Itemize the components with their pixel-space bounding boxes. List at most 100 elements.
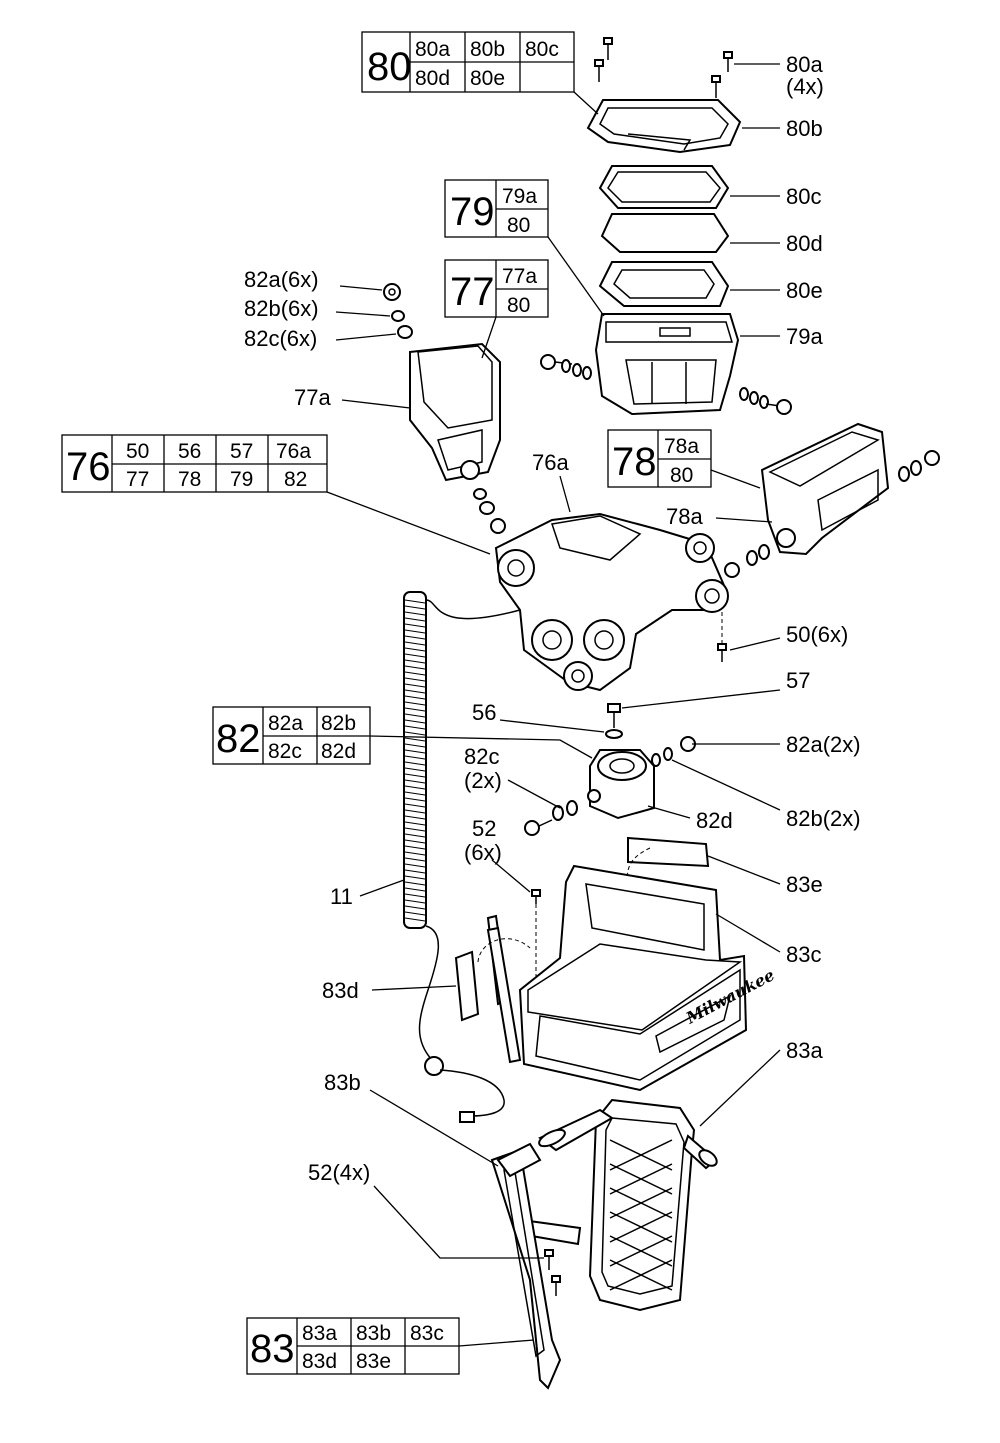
callout-label: 80e [786, 278, 823, 303]
group-part: 78 [178, 468, 201, 491]
label-83e [627, 836, 710, 905]
coil-cord-11 [403, 591, 521, 1123]
callout-label: 52 [472, 816, 496, 841]
gasket-80c [598, 165, 730, 209]
callout-label: 80d [786, 231, 823, 256]
group-part: 82c [268, 740, 302, 763]
group-part: 83c [410, 1322, 444, 1345]
callout-label: 50(6x) [786, 622, 848, 647]
group-table-78: 78 78a 80 [607, 429, 712, 488]
callout-label: 83d [322, 978, 359, 1003]
group-part: 82b [321, 712, 356, 735]
callout-label: 56 [472, 700, 496, 725]
group-table-82: 82 82a 82b 82c 82d [212, 706, 371, 765]
washer-56 [605, 729, 623, 739]
callout-label: (6x) [464, 840, 502, 865]
callout-label: 80a [786, 52, 823, 77]
fasteners-78a [724, 450, 940, 578]
screw-50 [717, 612, 727, 662]
group-part: 78a [664, 435, 699, 458]
grid-mat-83a [518, 1098, 718, 1312]
screw-80a [594, 59, 604, 82]
group-number: 78 [612, 440, 657, 484]
callout-label: 80c [786, 184, 821, 209]
callout-label: 82d [696, 808, 733, 833]
group-part: 79 [230, 468, 253, 491]
group-part: 83a [302, 1322, 337, 1345]
group-part: 80a [415, 38, 450, 61]
callout-label: 83c [786, 942, 821, 967]
group-part: 80 [507, 294, 530, 317]
group-table-79: 79 79a 80 [444, 179, 549, 238]
callout-label: 82b(2x) [786, 806, 861, 831]
bolt-57 [607, 703, 621, 728]
callout-label: 57 [786, 668, 810, 693]
callout-label: 82c(6x) [244, 326, 317, 351]
group-number: 76 [66, 445, 111, 489]
group-part: 82a [268, 712, 303, 735]
group-part: 50 [126, 440, 149, 463]
fasteners-82abc-6x [383, 283, 413, 339]
lens-frame-80b [586, 99, 742, 154]
group-part: 79a [502, 185, 537, 208]
callout-label: 11 [330, 884, 353, 909]
group-table-83: 83 83a 83b 83c 83d 83e [246, 1317, 460, 1375]
light-housing-78a [760, 422, 890, 556]
light-housing-77a [409, 342, 501, 482]
group-part: 56 [178, 440, 201, 463]
fasteners-82d-left [524, 800, 578, 836]
group-part: 80 [507, 214, 530, 237]
callout-label: 80b [786, 116, 823, 141]
group-part: 82d [321, 740, 356, 763]
callout-label: 82a(2x) [786, 732, 861, 757]
group-table-76: 76 50 56 57 76a 77 78 79 82 [61, 434, 328, 493]
side-rail-83b [490, 1142, 562, 1390]
side-fasteners-79a-right [739, 387, 792, 415]
callout-label: 83e [786, 872, 823, 897]
group-number: 77 [450, 270, 495, 314]
group-part: 80b [470, 38, 505, 61]
callout-label: (4x) [786, 74, 824, 99]
callout-label: 83b [324, 1070, 361, 1095]
callout-label: 82b(6x) [244, 296, 319, 321]
screw-80a [723, 51, 733, 72]
screw-80a [711, 75, 721, 98]
group-part: 80c [525, 38, 559, 61]
group-part: 57 [230, 440, 253, 463]
group-number: 80 [367, 45, 412, 89]
callouts: 80a (4x) 80b 80c 80d 80e 79a 82a(6x) 82b… [244, 52, 861, 1185]
pivot-block-82d [587, 749, 655, 820]
screw-80a [603, 37, 613, 60]
bezel-80e [598, 261, 730, 307]
group-part: 80 [670, 464, 693, 487]
callout-label: 52(4x) [308, 1160, 370, 1185]
group-number: 79 [450, 190, 495, 234]
group-number: 83 [250, 1327, 295, 1371]
group-part: 80d [415, 67, 450, 90]
side-bracket-83d [454, 914, 531, 1064]
group-part: 80e [470, 67, 505, 90]
center-frame-76a [494, 512, 729, 692]
group-number: 82 [216, 717, 261, 761]
base-tray-83c [518, 864, 748, 1092]
group-table-77: 77 77a 80 [444, 259, 549, 318]
callout-label: 79a [786, 324, 823, 349]
group-part: 83e [356, 1350, 391, 1373]
group-table-80: 80 80a 80b 80c 80d 80e [361, 31, 575, 93]
callout-label: (2x) [464, 768, 502, 793]
group-part: 82 [284, 468, 307, 491]
callout-label: 78a [666, 504, 703, 529]
group-part: 83b [356, 1322, 391, 1345]
screw-52 [531, 889, 541, 980]
screw-80a-group [594, 37, 733, 98]
callout-label: 82a(6x) [244, 267, 319, 292]
callout-label: 82c [464, 744, 499, 769]
group-part: 77a [502, 265, 537, 288]
side-fasteners-79a-left [540, 354, 592, 380]
callout-label: 83a [786, 1038, 823, 1063]
group-part: 83d [302, 1350, 337, 1373]
lens-80d [600, 213, 730, 253]
head-housing-79a [594, 313, 740, 416]
